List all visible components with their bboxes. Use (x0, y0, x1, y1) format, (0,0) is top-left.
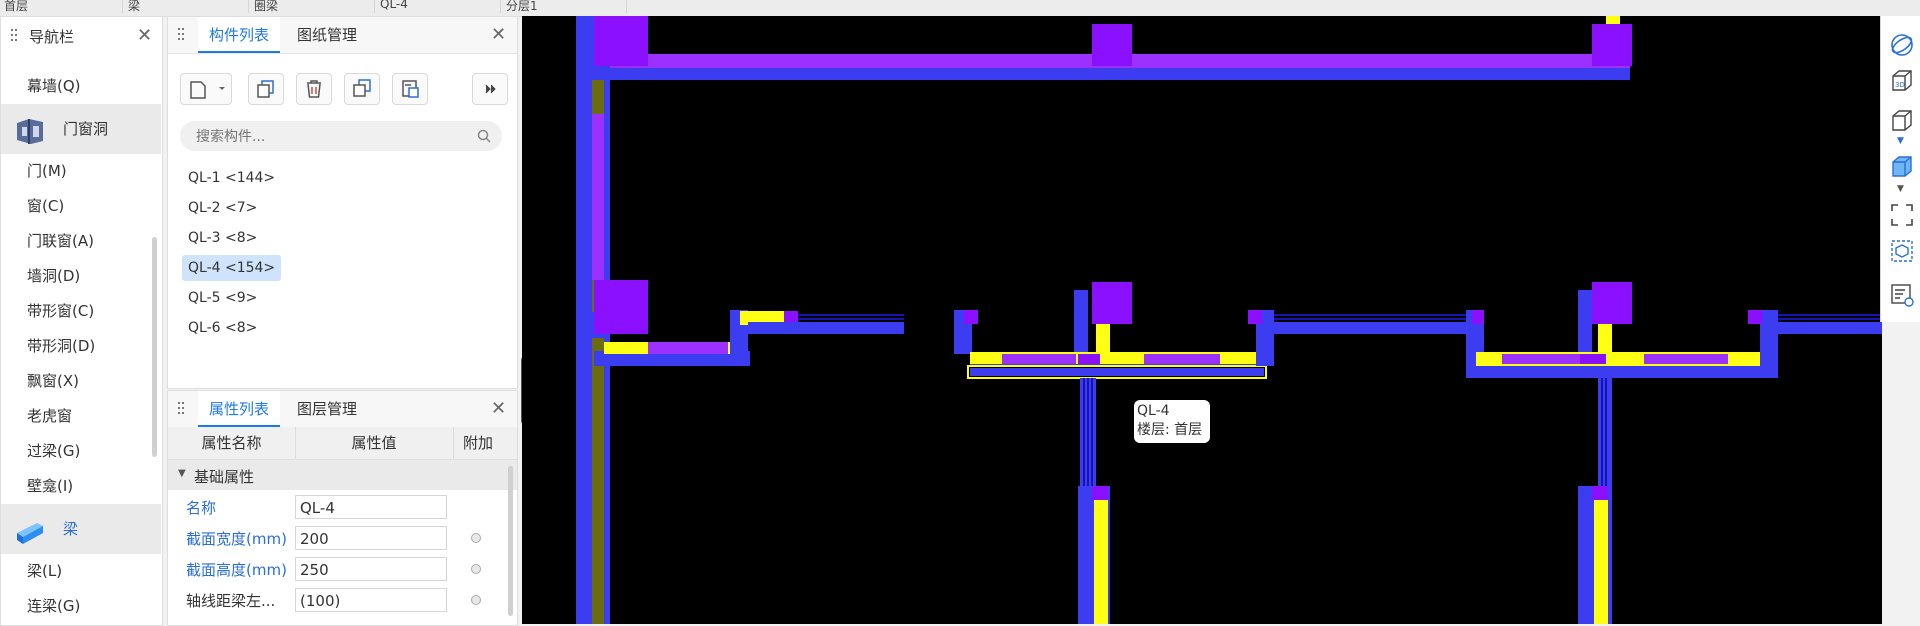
3d-view-icon[interactable]: 3D (1889, 68, 1915, 94)
property-row: 截面宽度(mm) 200 (168, 522, 517, 553)
nav-category-label: 梁 (63, 520, 79, 538)
property-name: 名称 (186, 499, 217, 517)
nav-panel-title: 导航栏 (29, 28, 75, 46)
view-toolbar: 3D ▼ ▼ (1880, 16, 1920, 322)
delete-component-button[interactable] (296, 73, 332, 105)
tab-component-list[interactable]: 构件列表 (198, 17, 280, 53)
copy-to-floor-button[interactable] (344, 73, 380, 105)
tooltip-line: QL-4 (1137, 403, 1170, 419)
door-window-icon (15, 115, 45, 144)
component-item[interactable]: QL-5 <9> (188, 290, 258, 306)
nav-item[interactable]: 门联窗(A) (27, 232, 94, 250)
component-item-selected[interactable]: QL-4 <154> (182, 255, 282, 281)
nav-scrollbar[interactable] (152, 237, 157, 457)
nav-item[interactable]: 窗(C) (27, 197, 65, 215)
nav-item[interactable]: 门(M) (27, 162, 67, 180)
copy-component-button[interactable] (248, 73, 284, 105)
column-header-value: 属性值 (295, 427, 454, 459)
hover-tooltip: QL-4 楼层: 首层 (1134, 400, 1210, 443)
nav-item[interactable]: 带形窗(C) (27, 302, 95, 320)
close-icon[interactable]: ✕ (491, 398, 507, 419)
floor-selector[interactable]: 首层 (0, 0, 123, 13)
tab-drawing-management[interactable]: 图纸管理 (296, 26, 357, 44)
property-list-panel: 属性列表 图层管理 ✕ 属性名称 属性值 附加 ▼ 基础属性 名称 QL-4 截… (167, 390, 518, 626)
property-name: 截面高度(mm) (186, 561, 287, 579)
nav-item[interactable]: 老虎窗 (27, 407, 73, 425)
wireframe-view-icon[interactable] (1889, 108, 1915, 134)
property-scrollbar[interactable] (508, 466, 513, 616)
column-header-name: 属性名称 (168, 427, 296, 459)
nav-item[interactable]: 过梁(G) (27, 442, 81, 460)
property-name: 截面宽度(mm) (186, 530, 287, 548)
subtype-selector[interactable]: 圈梁 (250, 0, 375, 13)
drag-handle-icon[interactable] (178, 28, 186, 42)
type-selector[interactable]: 梁 (124, 0, 249, 13)
layer-selector[interactable]: 分层1 (502, 0, 627, 13)
svg-text:3D: 3D (1895, 81, 1905, 89)
collapse-triangle-icon: ▼ (178, 468, 186, 479)
tab-property-list[interactable]: 属性列表 (198, 391, 280, 427)
component-list-panel: 构件列表 图纸管理 ✕ QL-1 <144> QL-2 <7> QL-3 <8>… (167, 16, 518, 389)
nav-item[interactable]: 飘窗(X) (27, 372, 79, 390)
property-row: 轴线距梁左... (100) (168, 584, 517, 615)
close-icon[interactable]: ✕ (137, 25, 153, 46)
layer-component-button[interactable] (392, 73, 428, 105)
top-status-strip: 首层 梁 圈梁 QL-4 分层1 (0, 0, 1920, 17)
nav-category-label: 门窗洞 (63, 120, 109, 138)
fullscreen-icon[interactable] (1889, 202, 1915, 228)
nav-list: 幕墙(Q) 门窗洞 门(M) 窗(C) 门联窗(A) 墙洞(D) 带形窗(C) … (1, 69, 161, 624)
nav-item[interactable]: 梁(L) (27, 562, 63, 580)
floor-plan-drawing (576, 16, 1882, 624)
property-group-basic[interactable]: ▼ 基础属性 (168, 460, 517, 490)
component-item[interactable]: QL-6 <8> (188, 320, 258, 336)
nav-category-beam[interactable]: 梁 (1, 504, 161, 554)
more-actions-button[interactable] (472, 73, 508, 105)
chevron-down-icon[interactable]: ▼ (1897, 136, 1904, 146)
property-row: 名称 QL-4 (168, 491, 517, 522)
selection-box-icon[interactable] (1889, 238, 1915, 264)
nav-item[interactable]: 墙洞(D) (27, 267, 81, 285)
new-component-button[interactable] (180, 73, 232, 105)
close-icon[interactable]: ✕ (491, 24, 507, 45)
property-group-label: 基础属性 (194, 468, 255, 486)
property-table-header: 属性名称 属性值 附加 (168, 427, 517, 460)
component-item[interactable]: QL-3 <8> (188, 230, 258, 246)
drag-handle-icon[interactable] (11, 29, 19, 43)
property-value-field[interactable]: QL-4 (295, 495, 447, 519)
property-row: 截面高度(mm) 250 (168, 553, 517, 584)
component-tabbar: 构件列表 图纸管理 ✕ (168, 17, 517, 54)
property-tabbar: 属性列表 图层管理 ✕ (168, 391, 517, 428)
solid-view-icon[interactable] (1889, 154, 1915, 180)
navigation-panel: 导航栏 ✕ 幕墙(Q) 门窗洞 门(M) 窗(C) 门联窗(A) 墙洞(D) 带… (0, 16, 163, 626)
property-name: 轴线距梁左... (186, 592, 276, 610)
nav-item[interactable]: 带形洞(D) (27, 337, 96, 355)
component-search-input[interactable] (194, 121, 468, 153)
attach-checkbox[interactable] (471, 564, 481, 574)
component-search (180, 121, 502, 153)
property-value-field[interactable]: 250 (295, 557, 447, 581)
tooltip-line: 楼层: 首层 (1137, 422, 1203, 438)
search-icon[interactable] (476, 128, 492, 148)
nav-item[interactable]: 幕墙(Q) (27, 77, 81, 95)
attach-checkbox[interactable] (471, 533, 481, 543)
drawing-canvas[interactable]: QL-4 楼层: 首层 (522, 16, 1882, 624)
column-header-extra: 附加 (462, 434, 493, 452)
nav-item[interactable]: 连梁(G) (27, 597, 81, 615)
beam-icon (15, 515, 45, 544)
property-value-field[interactable]: (100) (295, 588, 447, 612)
nav-item[interactable]: 壁龛(I) (27, 477, 74, 495)
drag-handle-icon[interactable] (178, 402, 186, 416)
nav-category-door-window[interactable]: 门窗洞 (1, 104, 161, 154)
orbit-view-icon[interactable] (1889, 32, 1915, 58)
attach-checkbox[interactable] (471, 595, 481, 605)
property-value-field[interactable]: 200 (295, 526, 447, 550)
layer-settings-icon[interactable] (1889, 282, 1915, 308)
component-item[interactable]: QL-2 <7> (188, 200, 258, 216)
component-item[interactable]: QL-1 <144> (188, 170, 276, 186)
chevron-down-icon[interactable]: ▼ (1897, 184, 1904, 194)
component-selector[interactable]: QL-4 (376, 0, 501, 13)
tab-layer-management[interactable]: 图层管理 (296, 400, 357, 418)
